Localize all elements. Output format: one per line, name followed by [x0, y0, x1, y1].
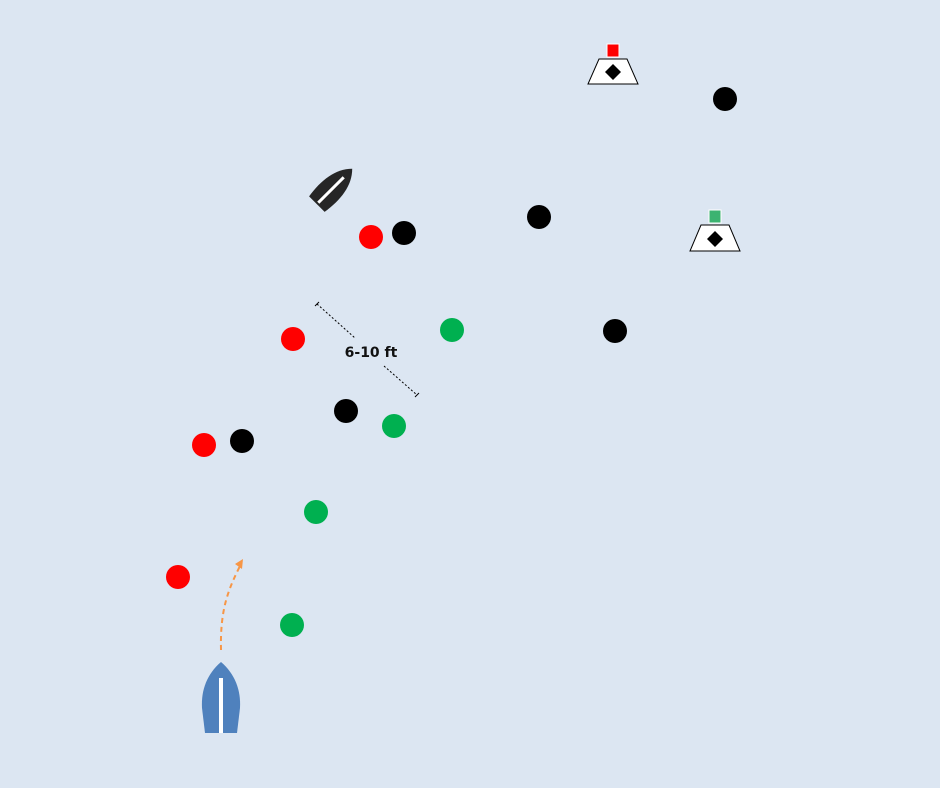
black-buoy: [334, 399, 358, 423]
red-buoy: [281, 327, 305, 351]
diamond-icon: [707, 231, 723, 247]
dimension-line-lower: [383, 365, 418, 396]
black-buoy: [713, 87, 737, 111]
arrowhead-icon: [235, 559, 243, 569]
buoys: [166, 87, 737, 637]
marker-flag-red: [606, 43, 620, 58]
path-arrow: [219, 559, 243, 651]
green-buoy: [304, 500, 328, 524]
green-buoy: [440, 318, 464, 342]
dimension-line-upper: [316, 303, 356, 339]
green-buoy: [280, 613, 304, 637]
own-boat-icon: [201, 662, 241, 733]
red-buoy: [192, 433, 216, 457]
black-buoy: [603, 319, 627, 343]
red-buoy: [166, 565, 190, 589]
diamond-icon: [605, 64, 621, 80]
green-buoy: [382, 414, 406, 438]
dimension-tick: [314, 301, 320, 307]
spacing-label: 6-10 ft: [345, 345, 398, 361]
marker-flag-green: [708, 209, 722, 224]
black-buoy: [230, 429, 254, 453]
spacing-dimension: 6-10 ft: [314, 301, 420, 398]
channel-marker-red: [587, 43, 639, 85]
other-boat-icon: [309, 168, 353, 212]
red-buoy: [359, 225, 383, 249]
dimension-tick: [414, 392, 420, 398]
channel-marker-green: [689, 209, 741, 252]
black-buoy: [392, 221, 416, 245]
black-buoy: [527, 205, 551, 229]
